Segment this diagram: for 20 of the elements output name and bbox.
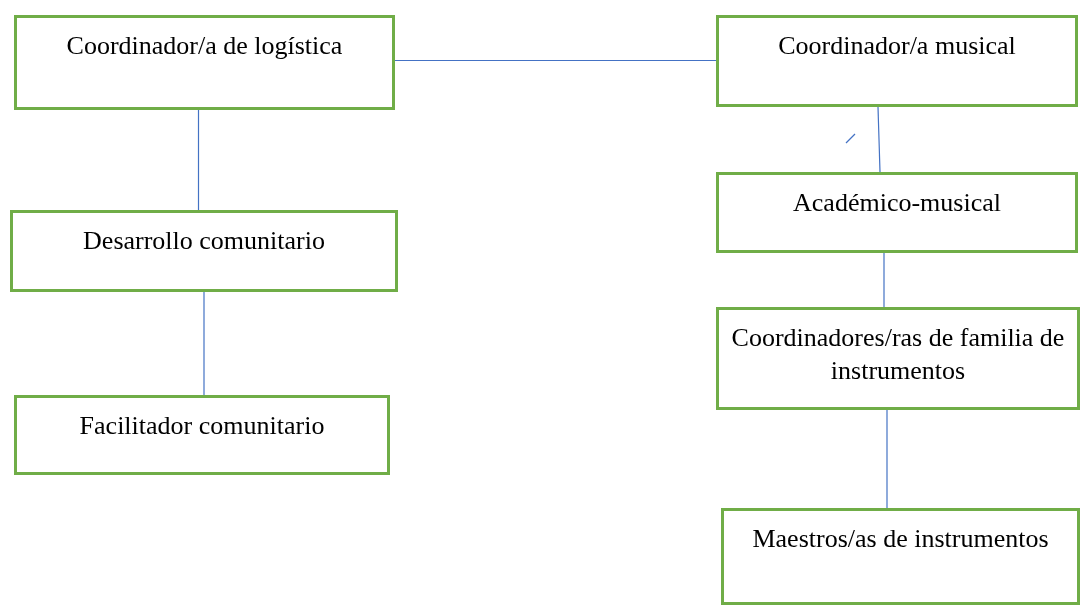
connector-line [877, 106, 881, 173]
connector-line [203, 291, 205, 396]
role-box [716, 172, 1078, 253]
role-label: Coordinadores/ras de familia de instrumentos [730, 322, 1066, 387]
role-label: Maestros/as de instrumentos [752, 523, 1049, 555]
connector-line [394, 59, 717, 62]
role-label: Facilitador comunitario [79, 410, 325, 442]
role-label: Coordinador/a de logística [66, 30, 343, 62]
role-label: Coordinador/a musical [778, 30, 1016, 62]
role-label: Desarrollo comunitario [83, 225, 325, 257]
connector-line [197, 109, 200, 211]
role-box [721, 508, 1080, 605]
role-box [14, 395, 390, 475]
connector-line [886, 409, 888, 509]
role-box [14, 15, 395, 110]
connector-line [883, 252, 885, 308]
role-box [716, 15, 1078, 107]
role-box [10, 210, 398, 292]
role-box [716, 307, 1080, 410]
role-label: Académico-musical [793, 187, 1001, 219]
